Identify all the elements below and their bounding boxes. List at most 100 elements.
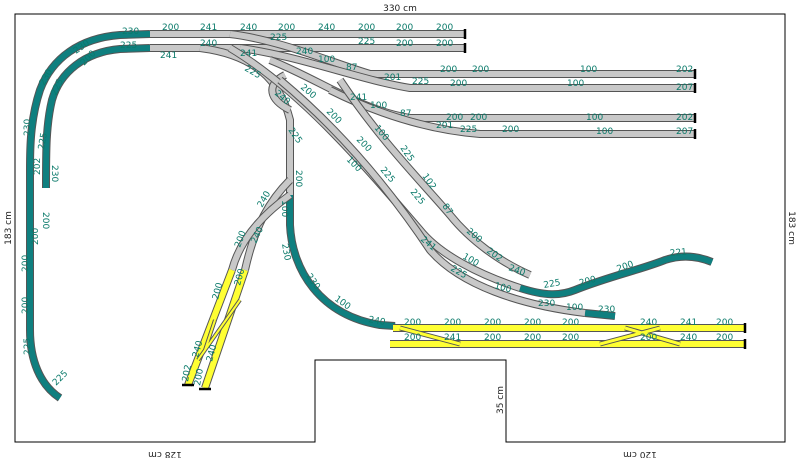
label: 200 xyxy=(396,39,413,49)
label: 200 xyxy=(716,318,733,328)
label: 200 xyxy=(716,333,733,343)
yard-left-track-2 xyxy=(185,268,235,387)
label: 241 xyxy=(680,318,697,328)
label: 202 xyxy=(676,113,693,123)
label: 202 xyxy=(676,65,693,75)
label: 200 xyxy=(233,267,247,286)
label: 241 xyxy=(160,51,177,61)
label: 240 xyxy=(640,318,657,328)
label: 200 xyxy=(396,23,413,33)
label: 225 xyxy=(543,278,562,291)
label: 100 xyxy=(370,101,387,111)
label: 200 xyxy=(524,318,541,328)
label: 200 xyxy=(450,79,467,89)
label: 225 xyxy=(412,77,429,87)
label: 200 xyxy=(358,23,375,33)
label: 240 xyxy=(296,47,313,57)
dim-bottom-right: 120 cm xyxy=(623,449,657,458)
label: 200 xyxy=(21,297,31,314)
label: 230 xyxy=(122,27,139,37)
label: 200 xyxy=(562,333,579,343)
label: 230 xyxy=(23,119,33,136)
label: 200 xyxy=(444,318,461,328)
label: 225 xyxy=(270,33,287,43)
track-yard-branch-2 xyxy=(229,192,292,271)
label: 241 xyxy=(200,23,217,33)
track-siding-a1 xyxy=(229,31,695,77)
label: 200 xyxy=(193,368,206,387)
label: 200 xyxy=(502,125,519,135)
track-inner-hook xyxy=(269,72,292,113)
track-diagonal-main-3 xyxy=(337,78,532,278)
label: 230 xyxy=(538,299,555,309)
label: 240 xyxy=(240,23,257,33)
label: 200 xyxy=(211,281,225,300)
label: 207 xyxy=(676,83,693,93)
label: 100 xyxy=(279,200,289,217)
yard-right-crossover xyxy=(399,326,681,346)
label: 200 xyxy=(484,333,501,343)
label: 200 xyxy=(562,318,579,328)
track-diagonal-main-2 xyxy=(278,77,586,316)
label: 201 xyxy=(436,121,453,131)
label: 225 xyxy=(460,125,477,135)
grey-tracks xyxy=(150,30,695,317)
label: 200 xyxy=(40,212,50,229)
label: 100 xyxy=(580,65,597,75)
label: 200 xyxy=(524,333,541,343)
label: 202 xyxy=(181,364,194,383)
label: 225 xyxy=(358,37,375,47)
track-siding-a2 xyxy=(239,45,695,91)
dim-top-width: 330 cm xyxy=(383,4,417,14)
track-bumpers xyxy=(182,29,747,391)
label: 240 xyxy=(367,315,386,328)
label: 200 xyxy=(484,318,501,328)
label: 87 xyxy=(346,63,357,73)
label: 240 xyxy=(680,333,697,343)
label: 225 xyxy=(120,41,137,51)
label: 241 xyxy=(240,49,257,59)
label: 200 xyxy=(278,23,295,33)
label: 230 xyxy=(598,305,615,315)
teal-tracks xyxy=(26,30,714,402)
label: 87 xyxy=(400,109,411,119)
label: 100 xyxy=(596,127,613,137)
label: 200 xyxy=(21,255,31,272)
label: 200 xyxy=(440,65,457,75)
label: 200 xyxy=(470,113,487,123)
label: 230 xyxy=(49,165,59,182)
label: 100 xyxy=(586,113,603,123)
label: 240 xyxy=(191,339,205,358)
dim-right-height: 183 cm xyxy=(786,211,796,245)
label: 200 xyxy=(404,318,421,328)
label: 240 xyxy=(200,39,217,49)
yard-left-crossover xyxy=(197,299,241,361)
label: 225 xyxy=(37,132,50,151)
label: 200 xyxy=(293,170,303,187)
label: 201 xyxy=(384,73,401,83)
track-teal-short xyxy=(584,310,616,319)
label: 200 xyxy=(640,333,657,343)
yard-left-track-1 xyxy=(202,269,248,389)
dim-bottom-left: 128 cm xyxy=(148,449,182,458)
label: 100 xyxy=(318,55,335,65)
label: 240 xyxy=(318,23,335,33)
label: 230 xyxy=(279,243,292,262)
label: 200 xyxy=(472,65,489,75)
label: 207 xyxy=(676,127,693,137)
dim-notch-depth: 35 cm xyxy=(496,386,506,414)
label: 200 xyxy=(446,113,463,123)
label: 200 xyxy=(162,23,179,33)
label: 221 xyxy=(669,248,687,259)
dim-left-height: 183 cm xyxy=(4,211,14,245)
label: 202 xyxy=(33,158,43,175)
label: 241 xyxy=(444,333,461,343)
label: 225 xyxy=(23,338,33,355)
label: 200 xyxy=(31,228,41,245)
label: 100 xyxy=(567,79,584,89)
label: 240 xyxy=(205,343,219,362)
label: 200 xyxy=(436,23,453,33)
label: 200 xyxy=(404,333,421,343)
